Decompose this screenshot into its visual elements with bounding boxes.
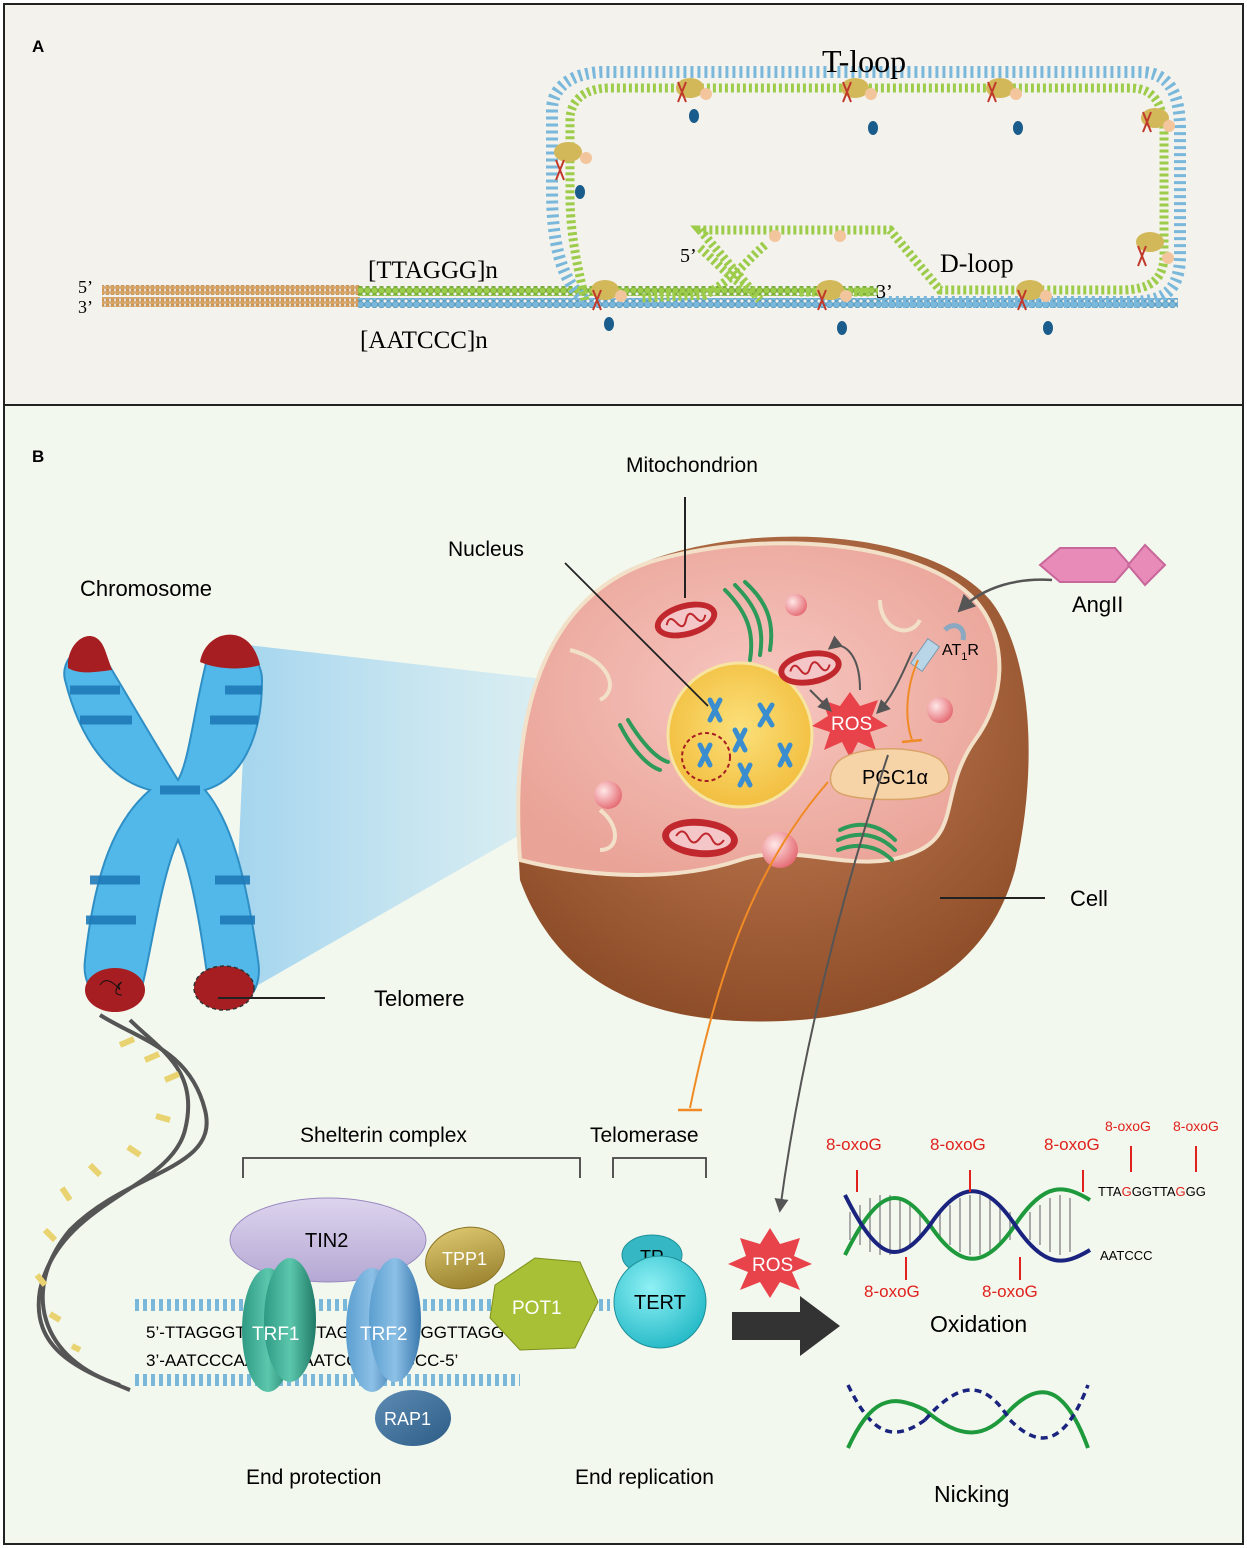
oxog-4: 8-oxoG bbox=[1105, 1118, 1151, 1134]
rap1-protein bbox=[375, 1390, 451, 1446]
tloop-label: T-loop bbox=[822, 43, 906, 79]
nucleus-label: Nucleus bbox=[448, 538, 524, 561]
damage-arrow bbox=[732, 1296, 840, 1356]
duplex-dna-bottom bbox=[102, 297, 360, 307]
end-protection-label: End protection bbox=[246, 1466, 381, 1489]
mitochondrion-label: Mitochondrion bbox=[626, 454, 758, 477]
angii-arrow bbox=[957, 578, 1053, 613]
five-prime-label: 5’ bbox=[78, 277, 93, 297]
golgi bbox=[618, 580, 897, 862]
shelterin-clusters bbox=[554, 78, 1175, 335]
tpp1-protein bbox=[425, 1226, 505, 1290]
oxog-labels: 8-oxoG 8-oxoG 8-oxoG 8-oxoG 8-oxoG 8-oxo… bbox=[826, 1118, 1219, 1301]
tert-label: TERT bbox=[634, 1292, 686, 1314]
ros-burst-dna bbox=[728, 1228, 812, 1298]
displaced-strand bbox=[639, 241, 768, 303]
telomere-right bbox=[193, 965, 255, 1011]
tpp1-label: TPP1 bbox=[442, 1249, 487, 1269]
nicking-label: Nicking bbox=[934, 1481, 1009, 1507]
tin2-label: TIN2 bbox=[305, 1230, 348, 1252]
ttaggg-label: [TTAGGG]n bbox=[368, 257, 498, 284]
inner-three-prime-label: 3’ bbox=[876, 281, 893, 303]
complement-seq: AATCCC bbox=[1100, 1248, 1152, 1263]
angii-ligand bbox=[1038, 543, 1167, 587]
pgc-inhibits-telomerase bbox=[689, 781, 829, 1109]
trf2-label: TRF2 bbox=[360, 1324, 408, 1345]
receptor-inhibits-pgc bbox=[906, 659, 919, 741]
chromosome-highlight bbox=[681, 732, 731, 782]
nucleus-chromosomes bbox=[697, 697, 793, 788]
tloop-outer-strand bbox=[546, 66, 1186, 308]
shelterin-label: Shelterin complex bbox=[300, 1124, 467, 1147]
telomere-label: Telomere bbox=[374, 986, 464, 1011]
oxog-7: 8-oxoG bbox=[982, 1282, 1038, 1301]
at1r-sub: 1 bbox=[961, 651, 967, 663]
angii-label: AngII bbox=[1072, 592, 1123, 617]
invading-strand bbox=[697, 244, 763, 300]
tert-protein bbox=[613, 1255, 707, 1349]
pgc-inhibition-bar bbox=[901, 738, 923, 744]
cell-label: Cell bbox=[1070, 886, 1108, 911]
trf2-protein bbox=[369, 1258, 421, 1382]
ros-cell-label: ROS bbox=[831, 714, 872, 735]
trf1-label: TRF1 bbox=[252, 1324, 300, 1345]
oxog-1: 8-oxoG bbox=[826, 1135, 882, 1154]
oxseq-g1: G bbox=[1122, 1184, 1132, 1199]
oxog-6: 8-oxoG bbox=[864, 1282, 920, 1301]
telomerase-label: Telomerase bbox=[590, 1124, 699, 1147]
aatccc-strand bbox=[358, 298, 1178, 308]
ros-to-dna-arrow bbox=[774, 754, 889, 1213]
three-prime-label: 3’ bbox=[78, 297, 93, 317]
pgc1a-shape bbox=[829, 748, 950, 801]
end-replication-label: End replication bbox=[575, 1466, 714, 1489]
mito-to-ros-arrow bbox=[809, 689, 832, 712]
chromosome-label: Chromosome bbox=[80, 576, 212, 601]
pot1-label: POT1 bbox=[512, 1298, 562, 1319]
trf1-protein bbox=[264, 1258, 316, 1382]
seq-top: 5’-TTAGGGTTAGGGTTAGGGTTAGGGTTAGGG-3’ bbox=[146, 1323, 536, 1342]
ros-to-mito-arrow bbox=[827, 635, 861, 691]
pgc1a-label: PGC1α bbox=[862, 767, 928, 789]
oxidation-helix bbox=[843, 1146, 1197, 1280]
rap1-label: RAP1 bbox=[384, 1409, 431, 1429]
telomerase-bracket bbox=[612, 1157, 707, 1178]
oxidation-label: Oxidation bbox=[930, 1311, 1027, 1337]
oxidized-seq: TTAGGGTTAGGG bbox=[1098, 1184, 1206, 1199]
oxseq-b: GGTTA bbox=[1132, 1184, 1176, 1199]
inner-five-prime-label: 5’ bbox=[680, 245, 697, 267]
oxseq-a: TTA bbox=[1098, 1184, 1122, 1199]
oxog-2: 8-oxoG bbox=[930, 1135, 986, 1154]
telomere-left bbox=[85, 968, 145, 1012]
oxog-3: 8-oxoG bbox=[1044, 1135, 1100, 1154]
receptor-to-ros-arrow bbox=[876, 651, 913, 714]
telomere-dna-helix bbox=[34, 1013, 209, 1392]
oxog-5: 8-oxoG bbox=[1173, 1118, 1219, 1134]
mitochondria bbox=[654, 601, 842, 858]
panel-b-label: B bbox=[32, 447, 44, 466]
tloop-inner-strand bbox=[565, 83, 1169, 303]
nucleus-pointer bbox=[564, 562, 709, 707]
dloop-label: D-loop bbox=[940, 249, 1014, 278]
panel-a bbox=[3, 3, 1244, 406]
ros-dna-label: ROS bbox=[752, 1255, 793, 1276]
duplex-dna-top bbox=[102, 285, 360, 295]
panel-a-label: A bbox=[32, 37, 44, 56]
at1r-receptor bbox=[909, 623, 966, 672]
aatccc-label: [AATCCC]n bbox=[360, 327, 488, 354]
tin2-protein bbox=[229, 1197, 427, 1283]
at1r-main: AT bbox=[942, 642, 961, 659]
at1r-label: AT1R bbox=[942, 642, 979, 663]
oxseq-g2: G bbox=[1176, 1184, 1186, 1199]
chromosome bbox=[63, 634, 264, 1012]
pot1-protein bbox=[489, 1257, 599, 1351]
shelterin-bracket bbox=[242, 1157, 581, 1178]
at1r-end: R bbox=[967, 642, 979, 659]
oxseq-c: GG bbox=[1186, 1184, 1206, 1199]
nicking-helix bbox=[846, 1384, 1090, 1449]
